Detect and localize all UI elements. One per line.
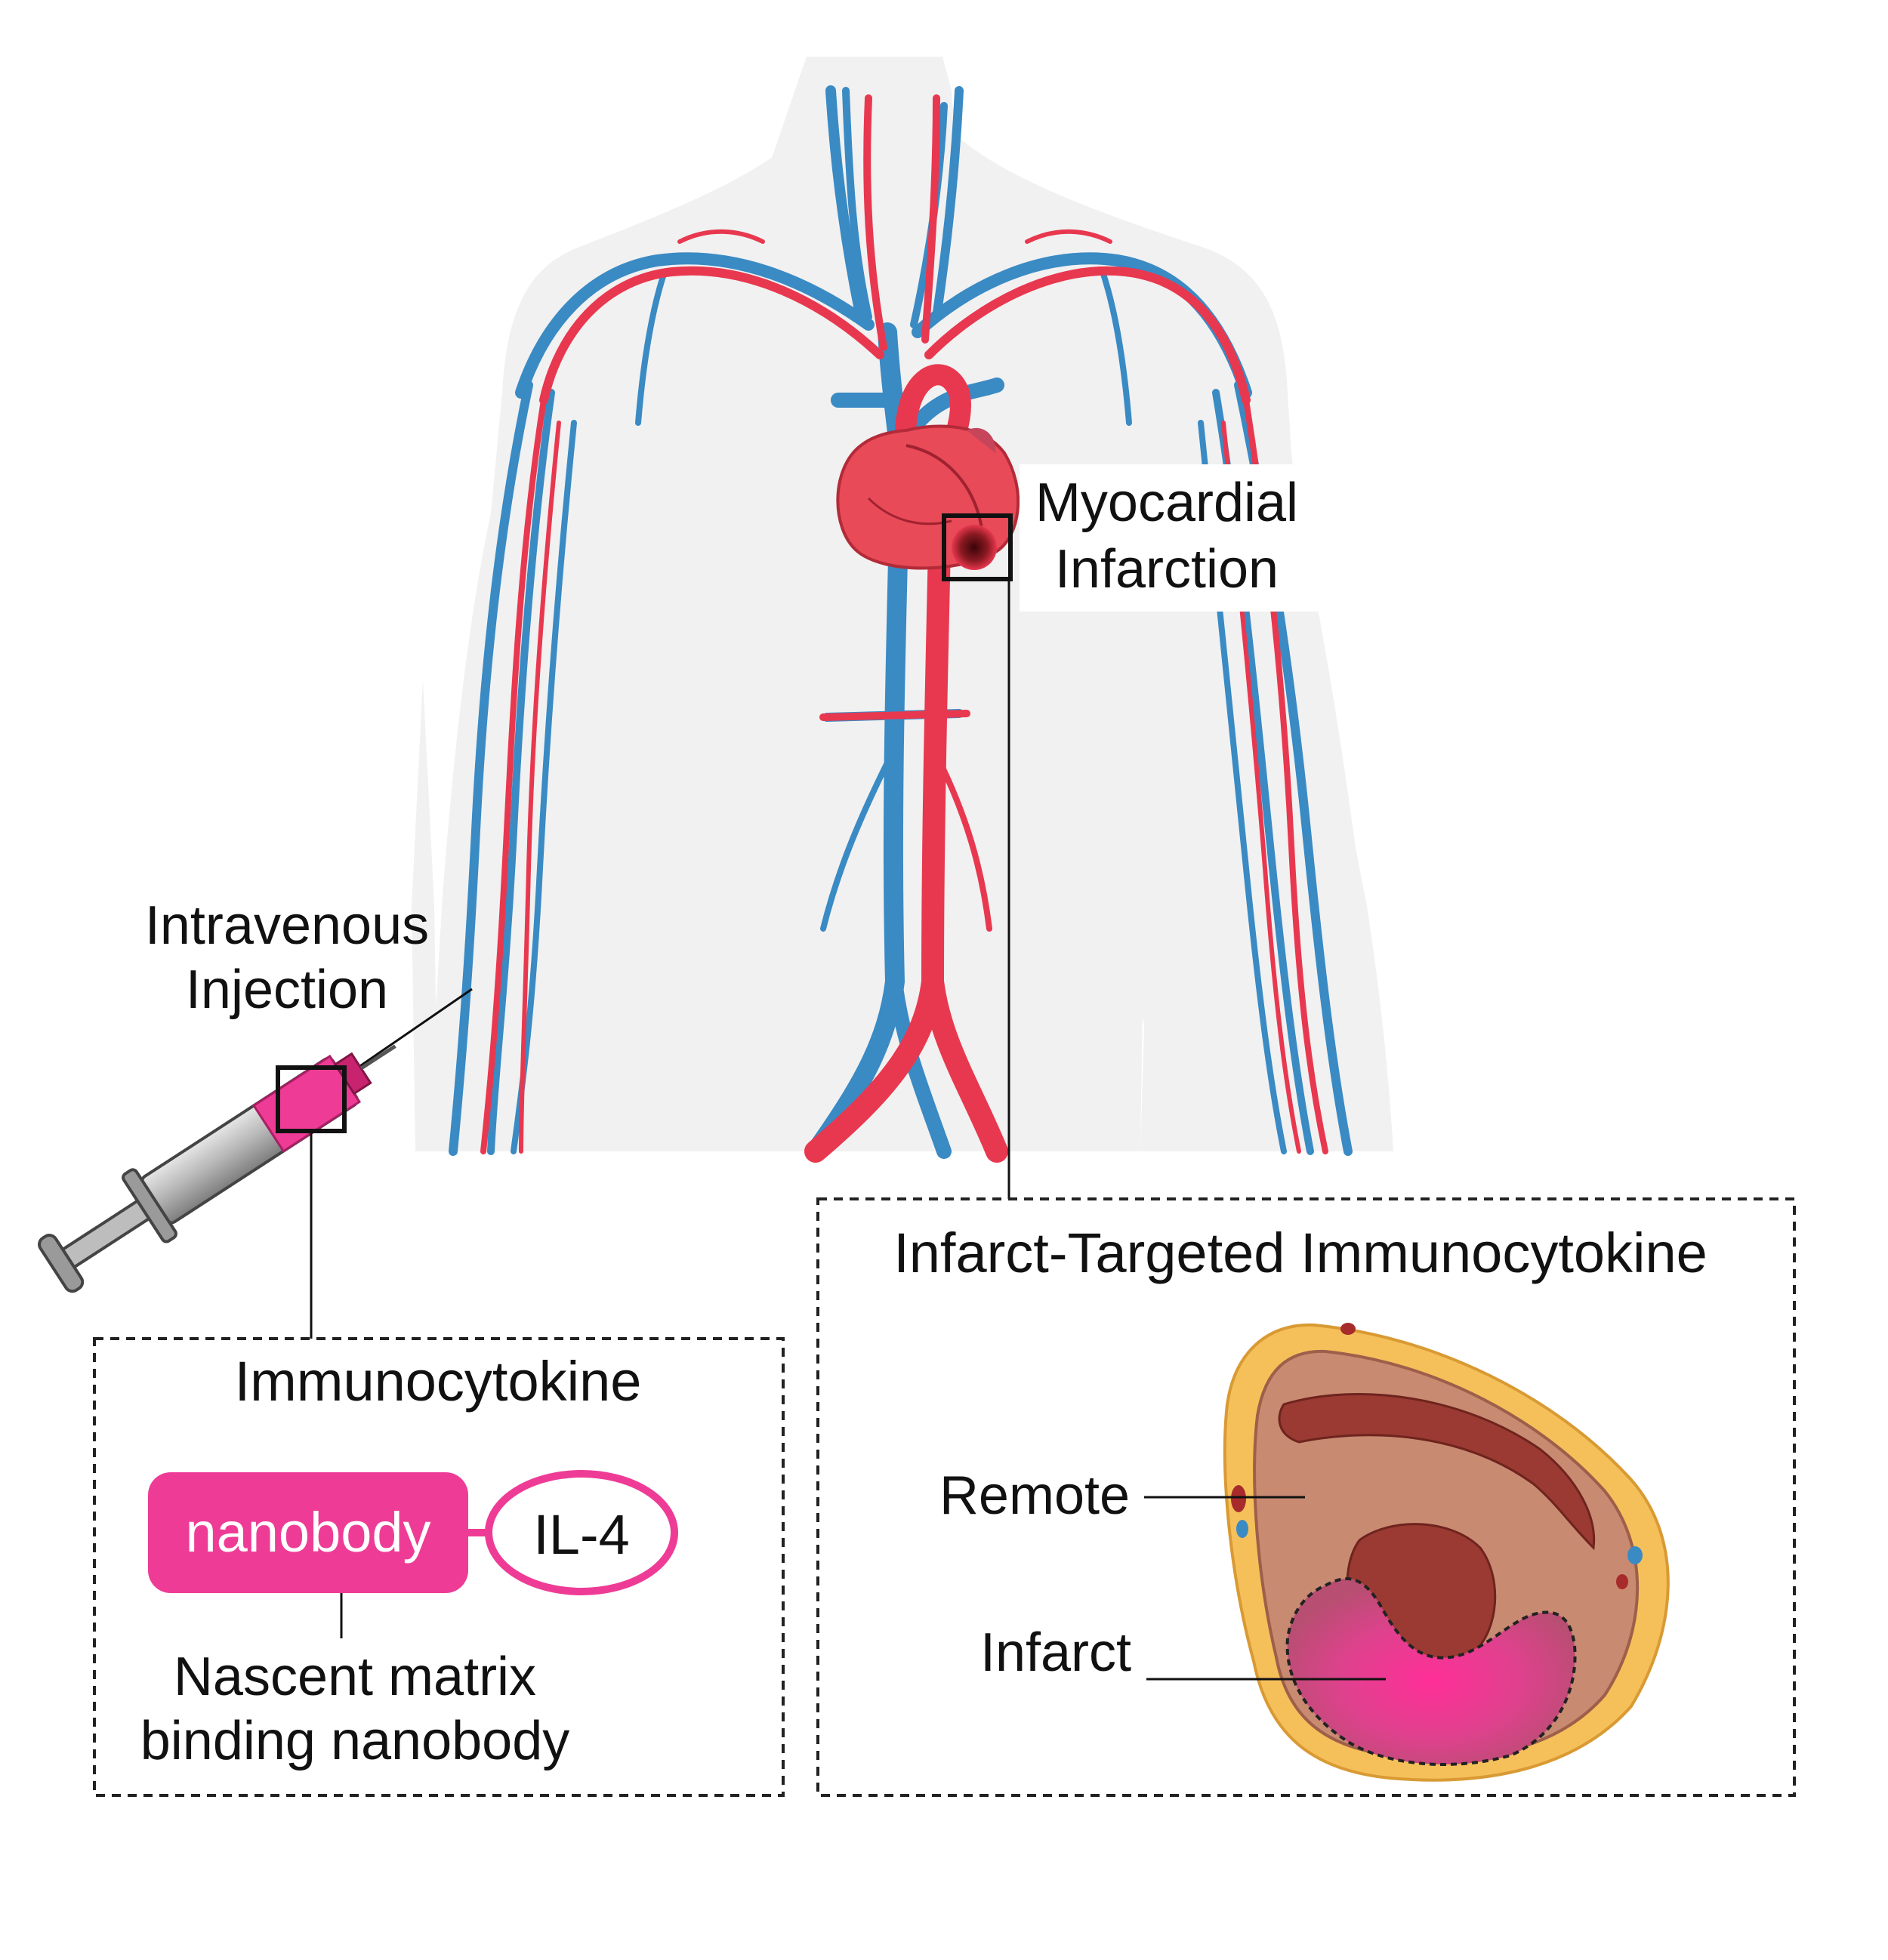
intravenous-label-line1: Intravenous [145,895,429,956]
infarct-label: Infarct [980,1623,1131,1683]
syringe [38,988,473,1293]
myocardial-infarction-box [942,513,1013,581]
il4-ellipse [485,1470,678,1595]
myocardial-label-line1: Myocardial [1035,473,1298,533]
myocardial-label-line2: Infarction [1055,539,1279,599]
nanobody-label: nanobody [185,1501,430,1564]
remote-label: Remote [939,1465,1130,1526]
immunocytokine-panel [93,1337,785,1797]
infarct-targeted-title: Infarct-Targeted Immunocytokine [893,1222,1708,1284]
nascent-label-line2: binding nanobody [140,1711,570,1771]
myocardial-label-bg [1020,464,1322,612]
artery-network [480,94,1328,1163]
immunocytokine-title: Immunocytokine [235,1350,642,1413]
infarct-region [1285,1577,1577,1766]
heart [836,424,1020,570]
nascent-label-line1: Nascent matrix [174,1647,536,1707]
infarct-targeted-panel [816,1197,1796,1797]
intravenous-label-line2: Injection [186,960,388,1020]
infarct-spot-on-heart [952,525,997,570]
nanobody-block [148,1472,468,1593]
heart-cross-section [1223,1323,1670,1782]
il4-label: IL-4 [533,1503,630,1566]
